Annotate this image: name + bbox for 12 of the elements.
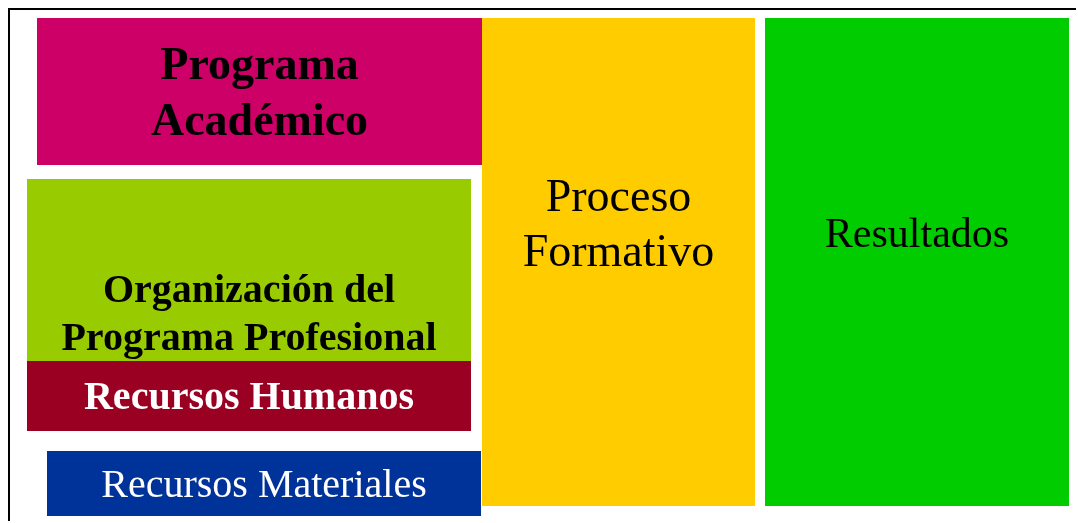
organization-box xyxy=(27,179,471,361)
box-title: Resultados xyxy=(824,209,1010,258)
box-title: Recursos Materiales xyxy=(101,459,427,508)
program-box xyxy=(37,18,482,165)
box-title: Programa Académico xyxy=(149,37,370,147)
box-title: Proceso Formativo xyxy=(521,169,716,279)
material-resources-box xyxy=(47,451,481,516)
human-resources-box xyxy=(27,361,471,431)
results-column xyxy=(765,18,1069,506)
process-column xyxy=(482,18,755,506)
box-title: Recursos Humanos xyxy=(84,372,414,420)
box-title: Organización del Programa Profesional xyxy=(60,265,438,361)
